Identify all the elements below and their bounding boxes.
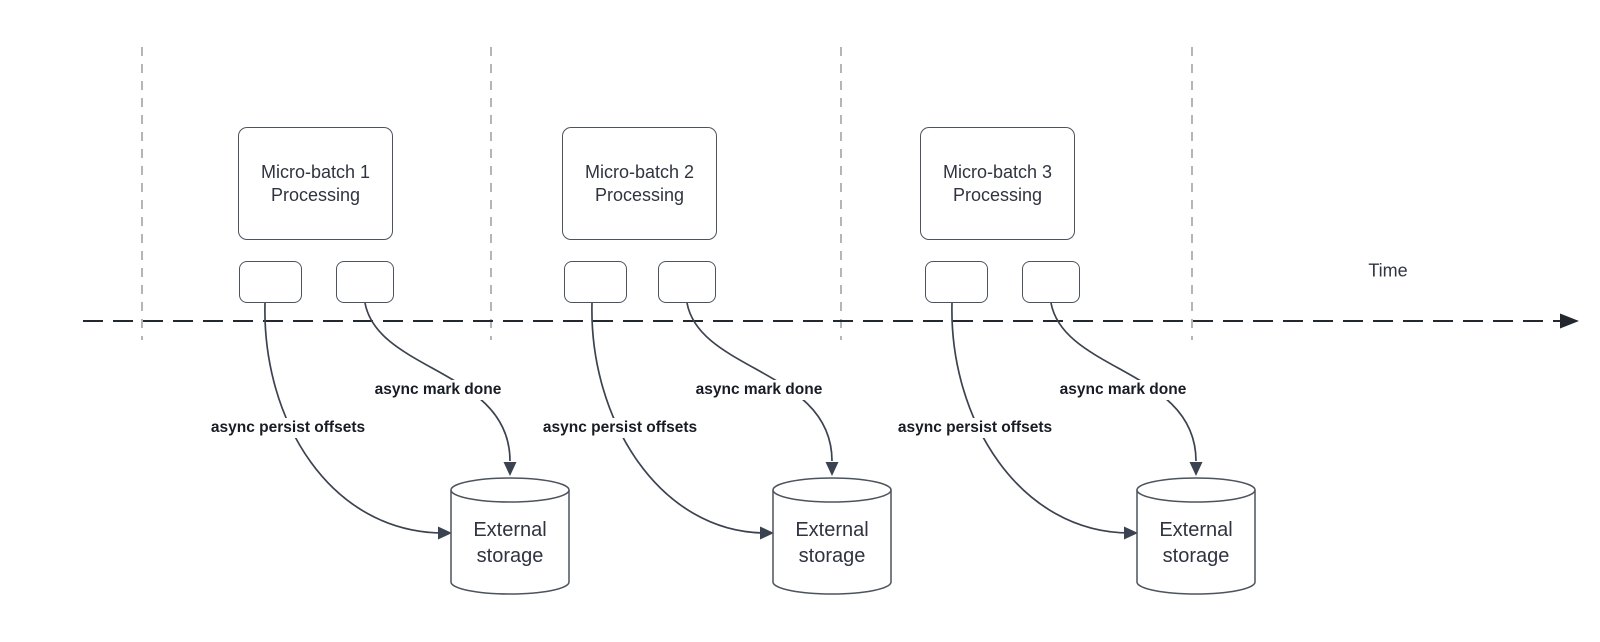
storage-label-line1: External (795, 519, 869, 541)
time-axis-arrowhead-icon (1560, 313, 1579, 329)
storage-label-line2: storage (1162, 545, 1230, 567)
micro-batch-3-process-box: Micro-batch 3 Processing (920, 127, 1075, 240)
external-storage-cylinder-icon-3 (1136, 477, 1256, 595)
mark-done-label-1: async mark done (371, 380, 505, 400)
external-storage-label-3: External storage (1137, 517, 1255, 569)
storage-label-line2: storage (476, 545, 544, 567)
storage-label-line1: External (473, 519, 547, 541)
process-box-label-line1: Micro-batch 3 (942, 161, 1053, 182)
persist-task-box-3 (925, 261, 988, 303)
persist-task-box-1 (239, 261, 302, 303)
mark-done-label-2: async mark done (692, 380, 826, 400)
micro-batch-1-process-box: Micro-batch 1 Processing (238, 127, 393, 240)
storage-label-line1: External (1159, 519, 1233, 541)
external-storage-label-1: External storage (451, 517, 569, 569)
mark-done-arrow-2 (686, 302, 833, 462)
persist-offsets-arrow-2 (591, 302, 767, 534)
storage-label-line2: storage (798, 545, 866, 567)
mark-done-arrowhead-icon-1 (503, 462, 517, 476)
persist-offsets-arrow-1 (264, 302, 445, 534)
persist-offsets-label-2: async persist offsets (539, 418, 701, 438)
mark-task-box-1 (336, 261, 394, 303)
persist-offsets-label-1: async persist offsets (207, 418, 369, 438)
process-box-label-line1: Micro-batch 2 (584, 161, 695, 182)
mark-done-arrow-1 (364, 302, 511, 462)
external-storage-cylinder-icon-1 (450, 477, 570, 595)
mark-done-arrowhead-icon-3 (1189, 462, 1203, 476)
mark-done-arrowhead-icon-2 (825, 462, 839, 476)
time-axis-label: Time (1368, 260, 1408, 281)
micro-batch-2-process-box: Micro-batch 2 Processing (562, 127, 717, 240)
process-box-label-line2: Processing (270, 184, 361, 205)
mark-task-box-3 (1022, 261, 1080, 303)
external-storage-cylinder-icon-2 (772, 477, 892, 595)
mark-done-arrow-3 (1050, 302, 1197, 462)
process-box-label-line2: Processing (952, 184, 1043, 205)
mark-done-label-3: async mark done (1056, 380, 1190, 400)
external-storage-label-2: External storage (773, 517, 891, 569)
persist-offsets-arrowhead-icon-3 (1124, 526, 1138, 540)
mark-task-box-2 (658, 261, 716, 303)
process-box-label-line1: Micro-batch 1 (260, 161, 371, 182)
persist-offsets-label-3: async persist offsets (894, 418, 1056, 438)
persist-task-box-2 (564, 261, 627, 303)
persist-offsets-arrowhead-icon-1 (438, 526, 452, 540)
process-box-label-line2: Processing (594, 184, 685, 205)
persist-offsets-arrowhead-icon-2 (760, 526, 774, 540)
persist-offsets-arrow-3 (951, 302, 1131, 534)
